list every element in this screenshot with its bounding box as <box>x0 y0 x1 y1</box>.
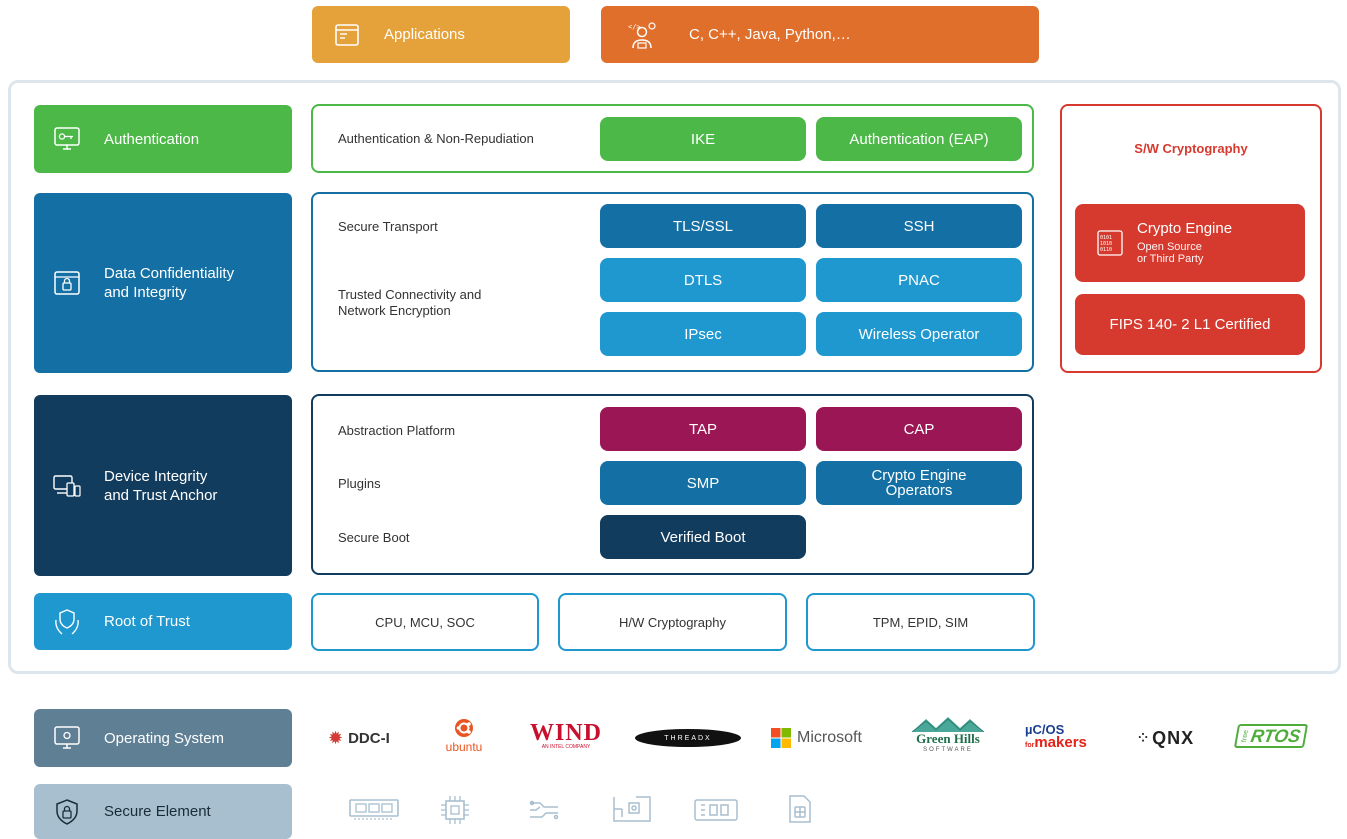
abstraction-platform-label: Abstraction Platform <box>338 423 456 438</box>
data-conf-label-line1: Data Confidentiality <box>104 265 235 282</box>
monitor-icon <box>52 723 82 753</box>
trusted-label-line2: Network Encryption <box>338 303 451 318</box>
processor-chip-icon <box>440 795 470 830</box>
threadx-logo: THREADX <box>635 729 741 747</box>
applications-bar: Applications <box>312 6 570 63</box>
developer-icon: </> <box>627 20 657 50</box>
pnac-block: PNAC <box>816 258 1022 302</box>
svg-text:1010: 1010 <box>1100 241 1112 247</box>
category-root-of-trust: Root of Trust <box>34 593 292 650</box>
greenhills-sub-text: SOFTWARE <box>923 747 973 753</box>
memory-module-icon <box>348 796 400 827</box>
threadx-text: THREADX <box>664 734 712 742</box>
ucos-makers-text: makers <box>1034 734 1087 751</box>
operating-system-label: Operating System <box>104 729 225 747</box>
key-monitor-icon <box>52 124 82 154</box>
devices-icon <box>52 471 82 501</box>
qnx-logo: ⁘ QNX <box>1138 727 1194 749</box>
svg-text:0101: 0101 <box>1100 235 1112 241</box>
smp-block: SMP <box>600 461 806 505</box>
qnx-dots-icon: ⁘ <box>1138 731 1149 745</box>
tap-block: TAP <box>600 407 806 451</box>
category-authentication: Authentication <box>34 105 292 173</box>
auth-nonrepudiation-label: Authentication & Non-Repudiation <box>338 131 534 146</box>
trusted-connectivity-label: Trusted Connectivity and Network Encrypt… <box>338 287 481 319</box>
microsoft-squares-icon <box>771 728 791 748</box>
crypto-engine-sub1: Open Source <box>1137 241 1202 253</box>
ucos-for-text: for <box>1025 742 1035 749</box>
languages-bar: </> C, C++, Java, Python,… <box>601 6 1039 63</box>
device-label-line2: and Trust Anchor <box>104 486 218 504</box>
ike-block: IKE <box>600 117 806 161</box>
greenhills-text: Green Hills <box>916 731 980 746</box>
secure-transport-label: Secure Transport <box>338 219 438 234</box>
category-secure-element: Secure Element <box>34 784 292 839</box>
lock-window-icon <box>52 268 82 298</box>
svg-text:0110: 0110 <box>1100 247 1112 253</box>
authentication-label: Authentication <box>104 130 200 148</box>
root-of-trust-label: Root of Trust <box>104 613 190 630</box>
greenhills-logo: Green Hills SOFTWARE <box>905 716 991 754</box>
fips-block: FIPS 140- 2 L1 Certified <box>1075 294 1305 355</box>
svg-text:</>: </> <box>628 23 641 31</box>
dtls-block: DTLS <box>600 258 806 302</box>
security-stack-frame <box>8 80 1341 674</box>
plugins-label: Plugins <box>338 476 381 491</box>
secure-boot-label: Secure Boot <box>338 530 410 545</box>
ucos-logo: µC/OS formakers <box>1025 722 1087 752</box>
secure-element-label: Secure Element <box>104 803 211 820</box>
ssh-block: SSH <box>816 204 1022 248</box>
device-label-line1: Device Integrity <box>104 467 208 485</box>
shield-lock-icon <box>52 797 82 827</box>
ucos-text: µC/OS <box>1025 722 1065 737</box>
freertos-logo: free RTOS <box>1233 724 1309 748</box>
ddci-mark-icon: ✹ <box>328 727 344 748</box>
crypto-engine-operators-block: Crypto Engine Operators <box>816 461 1022 505</box>
sim-card-icon <box>788 794 812 829</box>
shield-hands-icon <box>52 607 82 637</box>
ddci-logo: ✹ DDC-I <box>328 728 390 748</box>
application-window-icon <box>332 20 362 50</box>
windriver-logo: WIND AN INTEL COMPANY <box>520 720 612 751</box>
hw-cryptography-box: H/W Cryptography <box>558 593 787 651</box>
greenhills-mountains-icon <box>912 717 984 732</box>
microsoft-text: Microsoft <box>797 729 862 746</box>
circuit-board-icon <box>612 795 652 828</box>
applications-label: Applications <box>384 26 465 43</box>
ipsec-block: IPsec <box>600 312 806 356</box>
verified-boot-block: Verified Boot <box>600 515 806 559</box>
data-conf-label-line2: and Integrity <box>104 284 187 301</box>
ubuntu-logo: ubuntu <box>440 718 488 756</box>
freertos-text: RTOS <box>1249 725 1303 746</box>
wind-sub-text: AN INTEL COMPANY <box>541 744 591 750</box>
eap-block: Authentication (EAP) <box>816 117 1022 161</box>
circuit-traces-icon <box>528 797 560 828</box>
microsoft-logo: Microsoft <box>771 727 862 749</box>
crypto-engine-sub2: or Third Party <box>1137 253 1204 265</box>
category-data-confidentiality: Data Confidentiality and Integrity <box>34 193 292 373</box>
category-operating-system: Operating System <box>34 709 292 767</box>
crypto-engine-title: Crypto Engine <box>1137 220 1233 237</box>
trusted-label-line1: Trusted Connectivity and <box>338 287 482 302</box>
ubuntu-circle-icon <box>455 719 473 737</box>
ddci-text: DDC-I <box>348 729 390 747</box>
sw-cryptography-title: S/W Cryptography <box>1134 140 1248 156</box>
ceo-line1: Crypto Engine <box>871 467 967 484</box>
cap-block: CAP <box>816 407 1022 451</box>
cpu-mcu-soc-box: CPU, MCU, SOC <box>311 593 539 651</box>
ceo-line2: Operators <box>885 482 953 499</box>
wireless-operator-block: Wireless Operator <box>816 312 1022 356</box>
tls-block: TLS/SSL <box>600 204 806 248</box>
embedded-module-icon <box>693 798 739 827</box>
qnx-text: QNX <box>1152 727 1195 748</box>
tpm-epid-sim-box: TPM, EPID, SIM <box>806 593 1035 651</box>
freertos-free-text: free <box>1240 729 1251 743</box>
category-device-integrity: Device Integrity and Trust Anchor <box>34 395 292 576</box>
wind-text: WIND <box>529 720 602 746</box>
ubuntu-text: ubuntu <box>445 740 483 754</box>
languages-label: C, C++, Java, Python,… <box>689 26 851 43</box>
